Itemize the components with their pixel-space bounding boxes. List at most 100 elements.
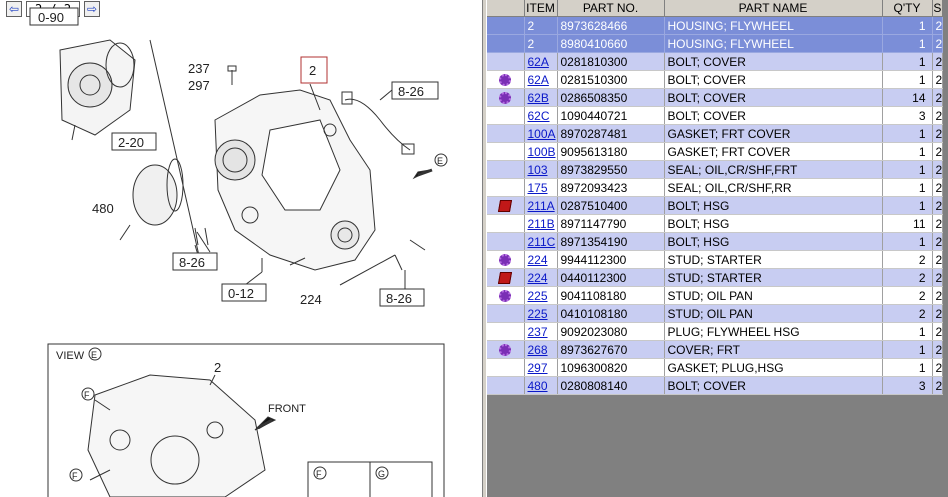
item-cell[interactable]: 225 — [524, 286, 558, 305]
qty-cell: 1 — [882, 358, 933, 377]
ref-label: 8-26 — [179, 255, 205, 270]
item-cell[interactable]: 103 — [524, 160, 558, 179]
item-link[interactable]: 225 — [527, 288, 548, 303]
item-cell[interactable]: 62A — [524, 70, 558, 89]
item-cell[interactable]: 100A — [524, 124, 558, 143]
item-link[interactable]: 2 — [527, 18, 535, 33]
next-page-button[interactable]: ⇨ — [84, 1, 100, 17]
ref-label: E — [437, 156, 443, 166]
arrow-left-icon: ⇦ — [8, 2, 20, 16]
item-cell[interactable]: 224 — [524, 250, 558, 269]
item-cell[interactable]: 175 — [524, 178, 558, 197]
ref-label: 0-12 — [228, 286, 254, 301]
item-cell[interactable]: 62C — [524, 106, 558, 125]
part-name-column-header[interactable]: PART NAME — [664, 0, 883, 17]
part-name-cell: BOLT; COVER — [664, 376, 883, 395]
part-no-cell: 9041108180 — [557, 286, 665, 305]
item-cell[interactable]: 100B — [524, 142, 558, 161]
ref-label: 2-20 — [118, 135, 144, 150]
item-column-header[interactable]: ITEM — [524, 0, 558, 17]
item-link[interactable]: 480 — [527, 378, 548, 393]
item-link[interactable]: 62C — [527, 108, 550, 123]
flag-icon — [498, 272, 513, 285]
view-part-label: 2 — [214, 360, 221, 375]
item-cell[interactable]: 211C — [524, 232, 558, 251]
item-cell[interactable]: 2 — [524, 16, 558, 35]
panel-splitter[interactable] — [482, 0, 487, 497]
s-cell: 2 — [932, 214, 944, 233]
qty-cell: 3 — [882, 106, 933, 125]
gear-icon — [499, 92, 512, 105]
item-cell[interactable]: 62A — [524, 52, 558, 71]
item-link[interactable]: 225 — [527, 306, 548, 321]
item-cell[interactable]: 211B — [524, 214, 558, 233]
item-link[interactable]: 211C — [527, 234, 556, 249]
item-link[interactable]: 62A — [527, 72, 549, 87]
part-no-column-header[interactable]: PART NO. — [557, 0, 665, 17]
ref-label: 8-26 — [386, 291, 412, 306]
item-link[interactable]: 211B — [527, 216, 555, 231]
item-link[interactable]: 224 — [527, 270, 548, 285]
item-link[interactable]: 224 — [527, 252, 548, 267]
item-link[interactable]: 211A — [527, 198, 555, 213]
prev-page-button[interactable]: ⇦ — [6, 1, 22, 17]
qty-cell: 2 — [882, 268, 933, 287]
item-cell[interactable]: 62B — [524, 88, 558, 107]
item-link[interactable]: 103 — [527, 162, 548, 177]
item-link[interactable]: 297 — [527, 360, 548, 375]
row-icon-cell — [487, 106, 525, 125]
item-cell[interactable]: 480 — [524, 376, 558, 395]
item-link[interactable]: 175 — [527, 180, 548, 195]
icon-column-header[interactable] — [487, 0, 525, 17]
part-name-cell: GASKET; PLUG,HSG — [664, 358, 883, 377]
qty-cell: 1 — [882, 34, 933, 53]
item-cell[interactable]: 225 — [524, 304, 558, 323]
part-no-cell: 0281810300 — [557, 52, 665, 71]
s-column-header[interactable]: S — [932, 0, 944, 17]
item-link[interactable]: 237 — [527, 324, 548, 339]
item-cell[interactable]: 237 — [524, 322, 558, 341]
qty-column-header[interactable]: Q'TY — [882, 0, 933, 17]
item-link[interactable]: 100A — [527, 126, 556, 141]
item-link[interactable]: 100B — [527, 144, 556, 159]
flag-icon — [498, 200, 513, 213]
item-link[interactable]: 2 — [527, 36, 535, 51]
row-icon-cell — [487, 250, 525, 269]
item-link[interactable]: 62B — [527, 90, 549, 105]
item-cell[interactable]: 268 — [524, 340, 558, 359]
item-cell[interactable]: 2 — [524, 34, 558, 53]
row-icon-cell — [487, 70, 525, 89]
item-cell[interactable]: 297 — [524, 358, 558, 377]
qty-cell: 14 — [882, 88, 933, 107]
item-cell[interactable]: 224 — [524, 268, 558, 287]
part-name-cell: PLUG; FLYWHEEL HSG — [664, 322, 883, 341]
ref-label: 297 — [188, 78, 210, 93]
part-name-cell: STUD; OIL PAN — [664, 286, 883, 305]
s-cell: 2 — [932, 34, 944, 53]
item-cell[interactable]: 211A — [524, 196, 558, 215]
item-link[interactable]: 268 — [527, 342, 548, 357]
part-no-cell: 8972093423 — [557, 178, 665, 197]
item-link[interactable]: 62A — [527, 54, 549, 69]
